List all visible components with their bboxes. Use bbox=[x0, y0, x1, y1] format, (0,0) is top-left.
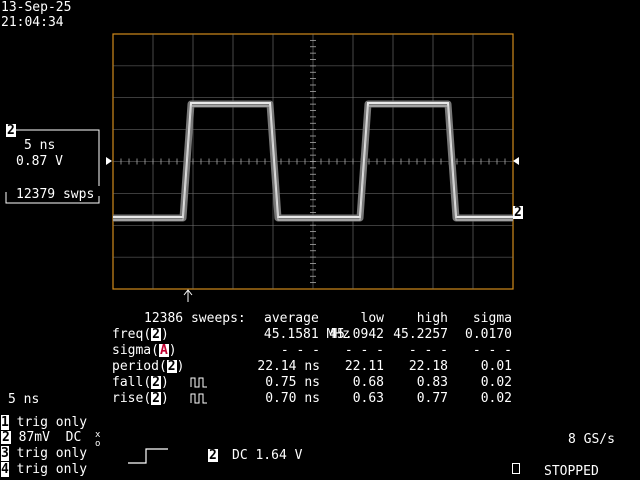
row-label: fall(2) bbox=[112, 375, 169, 390]
column-header-sigma: sigma bbox=[472, 311, 512, 326]
column-header-average: average bbox=[264, 311, 319, 326]
level-marker-right bbox=[513, 157, 519, 165]
trigger-level: DC 1.64 V bbox=[232, 448, 303, 463]
trigger-position-arrow bbox=[183, 289, 193, 302]
channel-3[interactable]: 3 trig only bbox=[1, 446, 88, 461]
row-low: - - - bbox=[344, 343, 384, 358]
row-sigma: 0.02 bbox=[480, 375, 512, 390]
row-label: freq(2) bbox=[112, 327, 169, 342]
status-indicator-icon bbox=[512, 463, 520, 474]
row-label: period(2) bbox=[112, 359, 185, 374]
trace-box-timebase: 5 ns bbox=[24, 138, 56, 153]
level-marker-left bbox=[106, 157, 112, 165]
row-label: rise(2) bbox=[112, 391, 169, 406]
row-average: 45.1581 MHz bbox=[263, 327, 350, 342]
row-sigma: 0.01 bbox=[480, 359, 512, 374]
trace-box-volts: 0.87 V bbox=[16, 154, 63, 169]
row-sigma: 0.02 bbox=[480, 391, 512, 406]
row-average: 0.75 ns bbox=[265, 375, 320, 390]
pulse-icon bbox=[190, 377, 207, 388]
timebase-label: 5 ns bbox=[8, 392, 40, 407]
column-header-low: low bbox=[360, 311, 384, 326]
column-header-high: high bbox=[416, 311, 448, 326]
row-high: - - - bbox=[408, 343, 448, 358]
sample-rate: 8 GS/s bbox=[568, 432, 615, 447]
time-label: 21:04:34 bbox=[1, 15, 64, 30]
row-label: sigma(A) bbox=[112, 343, 177, 358]
trace-box-channel: 2 bbox=[6, 123, 16, 138]
row-high: 0.77 bbox=[416, 391, 448, 406]
date-label: 13-Sep-25 bbox=[1, 0, 72, 15]
trace-box-sweeps: 12379 swps bbox=[16, 187, 95, 202]
row-average: 0.70 ns bbox=[265, 391, 320, 406]
row-high: 0.83 bbox=[416, 375, 448, 390]
channel-2[interactable]: 2 87mV DC bbox=[1, 430, 82, 445]
sweeps-label: 12386 sweeps: bbox=[144, 311, 246, 326]
row-low: 22.11 bbox=[344, 359, 384, 374]
row-high: 22.18 bbox=[408, 359, 448, 374]
trigger-source: 2 bbox=[208, 448, 218, 463]
channel-4[interactable]: 4 trig only bbox=[1, 462, 88, 477]
row-average: - - - bbox=[280, 343, 320, 358]
waveform-trace bbox=[113, 105, 513, 221]
channel-1[interactable]: 1 trig only bbox=[1, 415, 88, 430]
row-sigma: - - - bbox=[472, 343, 512, 358]
row-sigma: 0.0170 bbox=[465, 327, 512, 342]
row-low: 0.68 bbox=[352, 375, 384, 390]
row-high: 45.2257 bbox=[393, 327, 448, 342]
trace-marker-right: 2 bbox=[513, 205, 523, 220]
acquisition-status[interactable]: STOPPED bbox=[544, 464, 599, 479]
pulse-icon bbox=[190, 393, 207, 404]
trace-box-outline bbox=[5, 129, 100, 204]
row-low: 0.63 bbox=[352, 391, 384, 406]
row-low: 45.0942 bbox=[329, 327, 384, 342]
row-average: 22.14 ns bbox=[257, 359, 320, 374]
rising-edge-icon bbox=[128, 448, 168, 464]
